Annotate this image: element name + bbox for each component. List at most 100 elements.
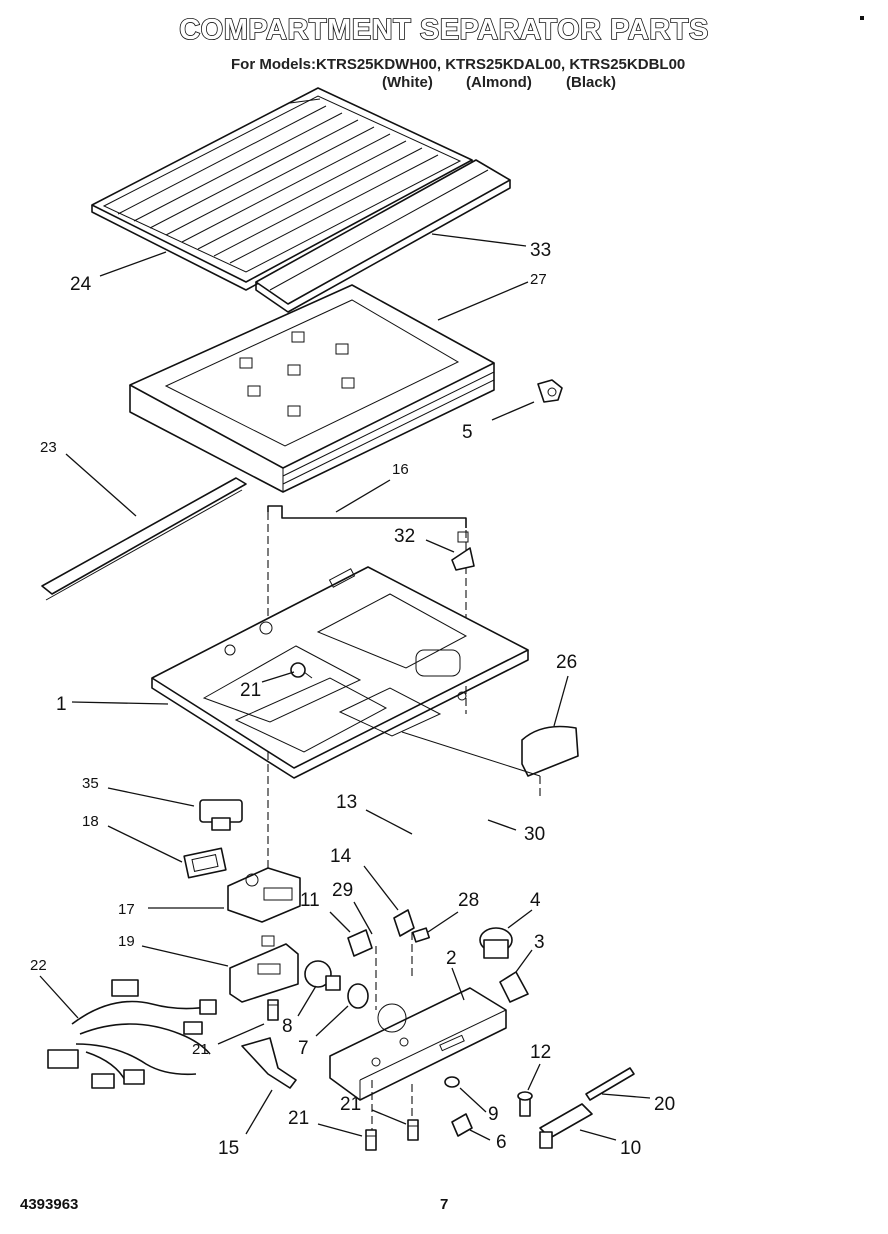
part-24-shelf-grille (91, 87, 473, 291)
callout-2: 2 (446, 948, 457, 969)
part-27-separator-frame (129, 284, 495, 493)
leader-9 (459, 1087, 487, 1113)
part-21-screw-bottom-left (365, 1129, 377, 1151)
page-title: COMPARTMENT SEPARATOR PARTS (178, 13, 709, 47)
part-33-front-trim (255, 159, 511, 313)
leader-28 (427, 911, 459, 933)
page-number: 7 (440, 1196, 449, 1213)
leader-2 (451, 967, 465, 1001)
variant-black: (Black) (566, 74, 617, 91)
part-21-screw-upper (290, 662, 313, 679)
leader-15 (245, 1089, 273, 1135)
leader-lines (39, 233, 651, 1141)
leader-26 (553, 675, 569, 727)
variant-almond: (Almond) (466, 74, 532, 91)
part-17-control-housing (227, 867, 301, 923)
leader-13 (365, 809, 413, 835)
callout-6: 6 (496, 1132, 507, 1153)
leader-33 (431, 233, 527, 247)
corner-mark (860, 16, 864, 20)
callout-30: 30 (524, 824, 545, 845)
document-number: 4393963 (20, 1196, 79, 1213)
part-19-mount-plate (229, 935, 299, 1003)
leader-12 (527, 1063, 541, 1091)
part-3-bracket (499, 971, 529, 1003)
callout-1: 1 (56, 694, 67, 715)
leader-19 (141, 945, 229, 967)
part-6-switch (451, 1113, 473, 1137)
part-2-housing (329, 987, 507, 1134)
leader-5 (491, 401, 535, 421)
callout-7: 7 (298, 1038, 309, 1059)
leader-7 (315, 1005, 349, 1037)
leader-21-left (217, 1023, 265, 1045)
part-12-screw (517, 1091, 533, 1117)
callout-3: 3 (534, 932, 545, 953)
callout-27: 27 (530, 271, 547, 288)
callout-22: 22 (30, 957, 47, 974)
part-32-bracket (451, 531, 475, 571)
callout-14: 14 (330, 846, 352, 867)
variant-white: (White) (382, 74, 433, 91)
part-7-lamp (304, 960, 369, 1009)
leader-16 (335, 479, 391, 513)
callout-13: 13 (336, 792, 357, 813)
callout-19: 19 (118, 933, 135, 950)
part-22-wire-harness (47, 979, 217, 1089)
part-18-bezel (183, 847, 227, 879)
callout-18: 18 (82, 813, 99, 830)
models-line: For Models:KTRS25KDWH00, KTRS25KDAL00, K… (231, 56, 686, 73)
leader-32 (425, 539, 455, 553)
part-5-clip (537, 379, 563, 403)
leader-3 (515, 949, 533, 973)
callout-21-left: 21 (192, 1041, 209, 1058)
callout-10: 10 (620, 1138, 641, 1159)
callout-12: 12 (530, 1042, 551, 1063)
callout-4: 4 (530, 890, 541, 911)
leader-23 (65, 453, 137, 517)
callout-20: 20 (654, 1094, 675, 1115)
callout-11: 11 (300, 890, 320, 911)
callout-15: 15 (218, 1138, 239, 1159)
leader-22 (39, 975, 79, 1019)
callout-26: 26 (556, 652, 577, 673)
leader-35 (107, 787, 195, 807)
part-15-bracket (241, 1037, 297, 1089)
leader-21-bottom-right (371, 1109, 407, 1125)
leader-8 (297, 985, 317, 1017)
part-23-gasket-strip (41, 477, 247, 601)
part-28-pad (411, 927, 431, 943)
callout-21-upper: 21 (240, 680, 261, 701)
callout-8: 8 (282, 1016, 293, 1037)
part-14-clip (393, 909, 415, 980)
callout-21-mid: 21 (340, 1094, 361, 1115)
leader-20 (601, 1093, 651, 1099)
leader-14 (363, 865, 399, 911)
leader-30 (487, 819, 517, 831)
leader-21-upper (261, 671, 295, 683)
leader-29 (353, 901, 373, 935)
callout-21-bottom: 21 (288, 1108, 309, 1129)
part-10-hinge (539, 1103, 593, 1149)
callout-35: 35 (82, 775, 99, 792)
callout-33: 33 (530, 240, 551, 261)
part-35-knob (199, 799, 243, 831)
leader-11-29 (329, 911, 351, 933)
leader-21-bottom-left (317, 1123, 363, 1137)
callout-16: 16 (392, 461, 409, 478)
part-26-duct (401, 725, 579, 800)
leader-4 (507, 909, 533, 929)
callout-17: 17 (118, 901, 135, 918)
part-21-screw-bottom-right (407, 1119, 419, 1141)
callout-9: 9 (488, 1104, 499, 1125)
leader-27 (437, 281, 529, 321)
callout-24: 24 (70, 274, 92, 295)
leader-1 (71, 701, 169, 705)
callout-29: 29 (332, 880, 353, 901)
callout-5: 5 (462, 422, 473, 443)
leader-6 (469, 1129, 491, 1141)
leader-10 (579, 1129, 617, 1141)
part-1-separator-panel (151, 566, 529, 779)
leader-18 (107, 825, 183, 863)
part-29-socket (347, 929, 377, 1010)
